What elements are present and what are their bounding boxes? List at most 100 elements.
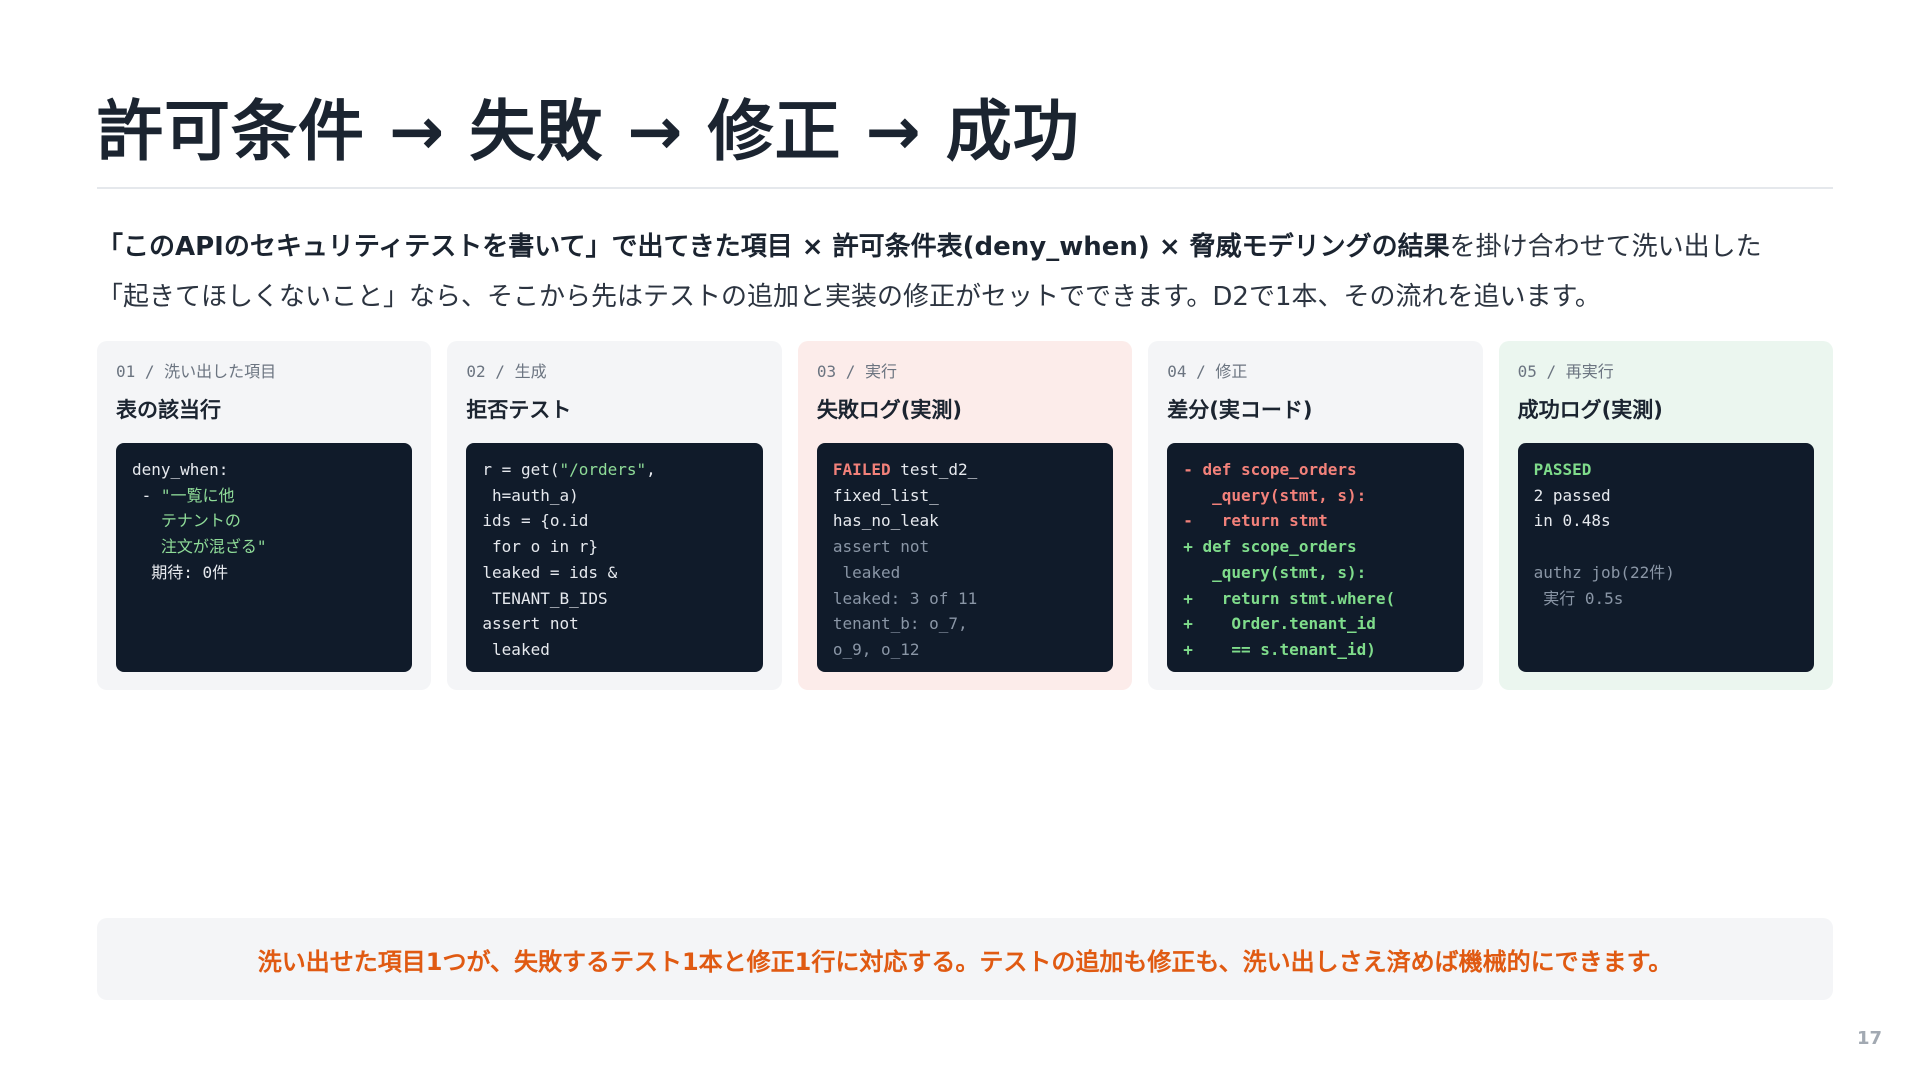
code-text: deny_when: (132, 460, 229, 479)
code-line: for o in r} (482, 534, 746, 560)
title-divider (97, 187, 1833, 189)
code-text: + Order.tenant_id (1183, 614, 1376, 634)
code-text: leaked = ids & (482, 562, 618, 582)
code-text (1534, 537, 1544, 556)
code-line: deny_when: (132, 457, 396, 483)
code-text: assert not (832, 537, 930, 557)
code-line: h=auth_a) (482, 483, 746, 509)
code-line: authz job(22件) (1534, 560, 1798, 586)
code-text: in 0.48s (1533, 511, 1611, 531)
code-line: + == s.tenant_id) (1183, 637, 1447, 663)
step-card-2: 02 / 生成 拒否テスト r = get("/orders", h=auth_… (447, 341, 782, 690)
code-text: テナントの (132, 511, 241, 531)
code-line: leaked: 3 of 11 (833, 586, 1097, 612)
code-line: 期待: 0件 (132, 560, 396, 586)
intro-emphasis: 「このAPIのセキュリティテストを書いて」で出てきた項目 × 許可条件表(den… (97, 232, 1450, 262)
slide-title: 許可条件 → 失敗 → 修正 → 成功 (97, 93, 1080, 170)
code-text: h=auth_a) (482, 485, 579, 505)
step-cards: 01 / 洗い出した項目 表の該当行 deny_when: - "一覧に他 テナ… (97, 341, 1834, 690)
step-card-1: 01 / 洗い出した項目 表の該当行 deny_when: - "一覧に他 テナ… (97, 341, 432, 690)
code-line: + Order.tenant_id (1183, 611, 1447, 637)
intro-line-1-rest: を掛け合わせて洗い出した (1449, 232, 1762, 262)
code-line: TENANT_B_IDS (482, 586, 746, 612)
intro-text: 「このAPIのセキュリティテストを書いて」で出てきた項目 × 許可条件表(den… (97, 222, 1833, 322)
code-line: + return stmt.where( (1183, 586, 1447, 612)
page-number: 17 (1856, 1028, 1882, 1049)
code-text: test_d2_ (890, 460, 978, 479)
step-tag: 02 / 生成 (466, 362, 547, 381)
code-text: tenant_b: o_7, (832, 614, 968, 634)
step-title: 失敗ログ(実測) (816, 398, 963, 422)
code-line: assert not (482, 611, 746, 637)
code-text: + def scope_orders (1183, 537, 1357, 557)
code-text: ids = {o.id (482, 511, 589, 531)
code-block: PASSED 2 passed in 0.48s authz job(22件) 実行… (1517, 443, 1815, 672)
code-line: PASSED (1534, 457, 1798, 483)
code-line: fixed_list_ (833, 483, 1097, 509)
code-line: has_no_leak (833, 508, 1097, 534)
step-card-3: 03 / 実行 失敗ログ(実測) FAILED test_d2_fixed_li… (797, 341, 1133, 690)
code-text: 2 passed (1533, 485, 1611, 505)
step-tag: 01 / 洗い出した項目 (116, 362, 277, 381)
code-text: leaked: 3 of 11 (832, 588, 978, 608)
step-card-4: 04 / 修正 差分(実コード) - def scope_orders _que… (1148, 341, 1483, 690)
code-text: assert not (482, 614, 579, 634)
code-block: r = get("/orders", h=auth_a)ids = {o.id … (466, 443, 763, 672)
code-text: - (132, 485, 161, 505)
step-title: 表の該当行 (116, 398, 221, 422)
code-line: ids = {o.id (482, 508, 746, 534)
code-line: o_9, o_12 (833, 637, 1097, 663)
code-text: 実行 0.5s (1533, 588, 1624, 608)
intro-line-2: 「起きてほしくないこと」なら、そこから先はテストの追加と実装の修正がセットででき… (97, 282, 1601, 312)
code-line: r = get("/orders", (482, 457, 746, 483)
code-block: deny_when: - "一覧に他 テナントの 注文が混ざる" 期待: 0件 (116, 443, 413, 672)
code-line: - def scope_orders (1183, 457, 1447, 483)
code-text: , (646, 460, 656, 479)
code-line: 2 passed (1534, 483, 1798, 509)
code-line: leaked (482, 637, 746, 663)
code-line: _query(stmt, s): (1183, 483, 1447, 509)
code-line: tenant_b: o_7, (833, 611, 1097, 637)
code-text: leaked (832, 562, 901, 582)
code-text: _query(stmt, s): (1183, 485, 1367, 505)
code-line: - return stmt (1183, 508, 1447, 534)
step-tag: 05 / 再実行 (1517, 362, 1614, 381)
code-text: - def scope_orders (1183, 460, 1357, 479)
code-text: "/orders" (559, 460, 647, 479)
step-title: 拒否テスト (466, 398, 572, 422)
code-text: for o in r} (482, 537, 598, 557)
code-line: assert not (833, 534, 1097, 560)
code-text: TENANT_B_IDS (482, 588, 608, 608)
code-line: テナントの (132, 508, 396, 534)
code-line: leaked = ids & (482, 560, 746, 586)
code-text: 注文が混ざる" (132, 537, 267, 557)
step-title: 成功ログ(実測) (1517, 398, 1663, 422)
code-text: PASSED (1533, 460, 1592, 479)
code-block: - def scope_orders _query(stmt, s): - ret… (1167, 443, 1464, 672)
code-line: _query(stmt, s): (1183, 560, 1447, 586)
code-line: in 0.48s (1534, 508, 1798, 534)
code-text: r = get( (482, 460, 560, 479)
footer-note: 洗い出せた項目1つが、失敗するテスト1本と修正1行に対応する。テストの追加も修正… (97, 918, 1833, 1000)
code-line: 実行 0.5s (1534, 586, 1798, 612)
code-text: fixed_list_ (832, 485, 939, 505)
code-text: FAILED (832, 460, 891, 479)
code-line: FAILED test_d2_ (833, 457, 1097, 483)
code-line: leaked (833, 560, 1097, 586)
step-tag: 04 / 修正 (1167, 362, 1248, 381)
code-text: o_9, o_12 (832, 639, 920, 659)
code-text: leaked (482, 639, 550, 659)
code-text: authz job(22件) (1533, 562, 1675, 582)
code-text: has_no_leak (832, 511, 939, 531)
step-tag: 03 / 実行 (816, 362, 897, 381)
code-line (1534, 534, 1798, 560)
code-text: - return stmt (1183, 511, 1328, 531)
intro-line-1: 「このAPIのセキュリティテストを書いて」で出てきた項目 × 許可条件表(den… (97, 222, 1833, 272)
code-line: + def scope_orders (1183, 534, 1447, 560)
step-card-5: 05 / 再実行 成功ログ(実測) PASSED 2 passed in 0.48s… (1498, 341, 1834, 690)
code-text: 期待: 0件 (132, 562, 229, 582)
code-text: _query(stmt, s): (1183, 562, 1367, 582)
code-text: + return stmt.where( (1183, 588, 1396, 608)
code-line: - "一覧に他 (132, 483, 396, 509)
